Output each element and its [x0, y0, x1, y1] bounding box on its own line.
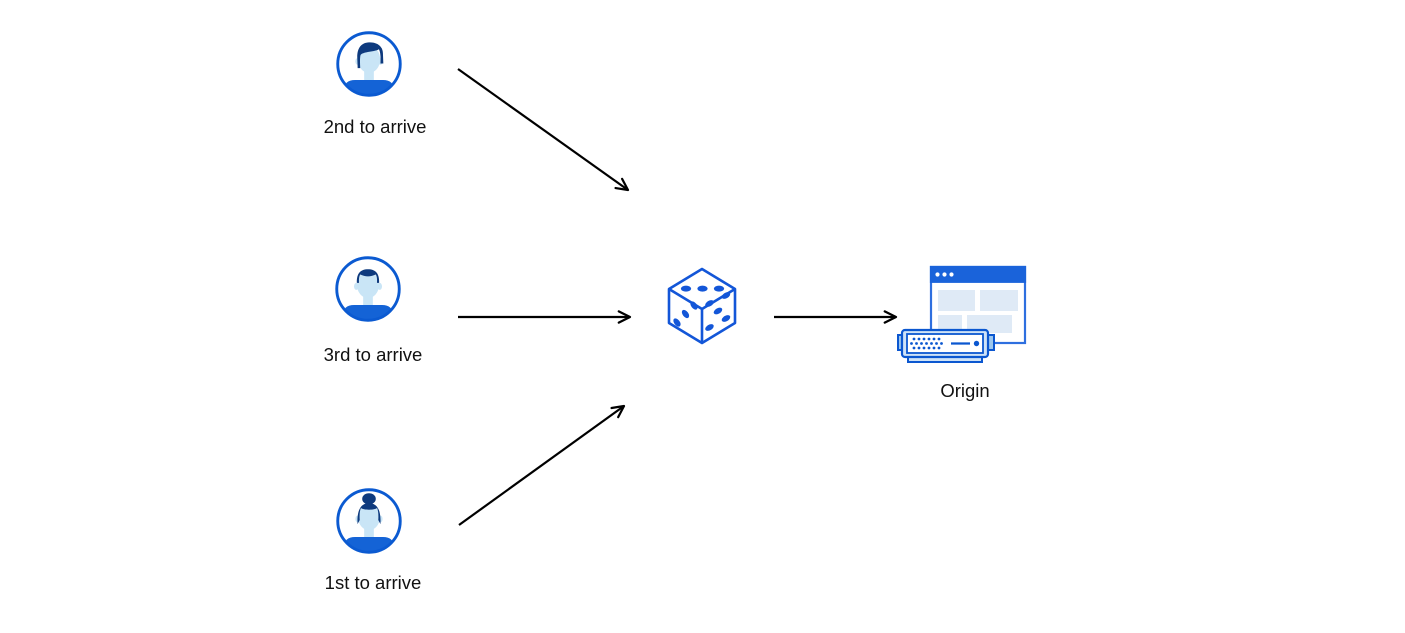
node-selector	[666, 266, 738, 351]
node-user-1st	[336, 488, 402, 559]
label-user-1st: 1st to arrive	[324, 572, 422, 593]
server-appliance	[897, 328, 995, 363]
arrow-user-1st-to-dice	[458, 404, 626, 526]
node-origin	[894, 262, 1030, 377]
label-origin: Origin	[940, 380, 990, 401]
label-user-2nd: 2nd to arrive	[323, 116, 427, 137]
avatar-male-pompadour-icon	[336, 31, 402, 97]
origin-server-browser-icon	[897, 265, 1027, 363]
avatar-female-bun-icon	[336, 488, 402, 554]
node-user-3rd	[335, 256, 401, 327]
node-user-2nd	[336, 31, 402, 102]
arrow-user-2nd-to-dice	[457, 68, 630, 192]
label-user-3rd: 3rd to arrive	[323, 344, 423, 365]
dice-icon	[667, 267, 737, 345]
avatar-male-flattop-icon	[335, 256, 401, 322]
